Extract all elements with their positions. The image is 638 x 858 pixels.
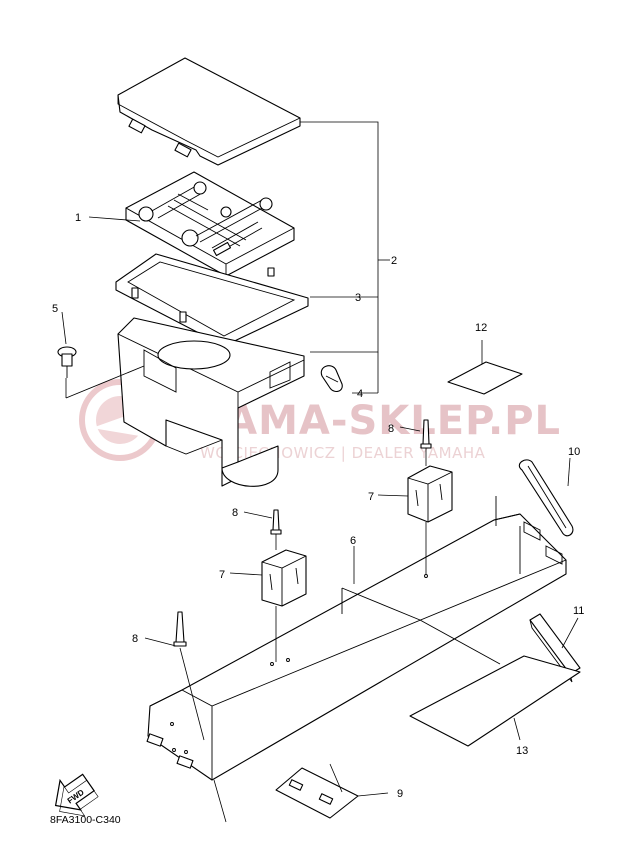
callout-7-right: 7	[368, 491, 374, 503]
tool-kit	[125, 171, 295, 277]
diagram-code: 8FA3100-C340	[50, 814, 121, 826]
callout-8-top: 8	[388, 423, 394, 435]
band-part-10	[518, 459, 574, 537]
holder-part-7-left	[261, 549, 307, 662]
callout-5: 5	[52, 303, 58, 315]
callout-4: 4	[357, 388, 363, 400]
callout-7-left: 7	[219, 569, 225, 581]
callout-12: 12	[475, 322, 487, 334]
callout-11: 11	[573, 605, 584, 617]
callout-3: 3	[355, 292, 361, 304]
clip-part-4	[320, 365, 343, 393]
callout-9: 9	[397, 788, 403, 800]
screw-part-5	[57, 346, 77, 398]
battery-box-frame	[115, 253, 309, 347]
callout-6: 6	[350, 535, 356, 547]
battery-box-body	[65, 317, 305, 487]
rivet-part-8-c	[173, 611, 205, 741]
callout-10: 10	[568, 446, 580, 458]
callout-leaders	[61, 216, 579, 797]
callout-numbers: 1 2 3 4 5 6 7 7 8 8 8 9 10 11 12 13	[52, 212, 584, 800]
label-sheet-12	[447, 340, 523, 395]
holder-part-7-right	[407, 465, 453, 574]
plate-part-9	[213, 763, 359, 823]
sheet-part-13	[409, 655, 581, 747]
callout-2: 2	[391, 255, 397, 267]
storage-tray	[146, 496, 567, 781]
callout-1: 1	[75, 212, 81, 224]
watermark-tagline: WOJCIECHOWICZ | DEALER YAMAHA	[200, 444, 486, 462]
callout-8-bottom: 8	[132, 633, 138, 645]
rivet-part-8-a	[420, 419, 432, 466]
watermark-brand: YAMA-SKLEP.PL	[199, 398, 561, 444]
callout-8-middle: 8	[232, 507, 238, 519]
group-bracket	[300, 121, 390, 394]
rivet-part-8-b	[270, 509, 282, 550]
battery-box-cover	[117, 57, 301, 166]
callout-13: 13	[516, 745, 528, 757]
